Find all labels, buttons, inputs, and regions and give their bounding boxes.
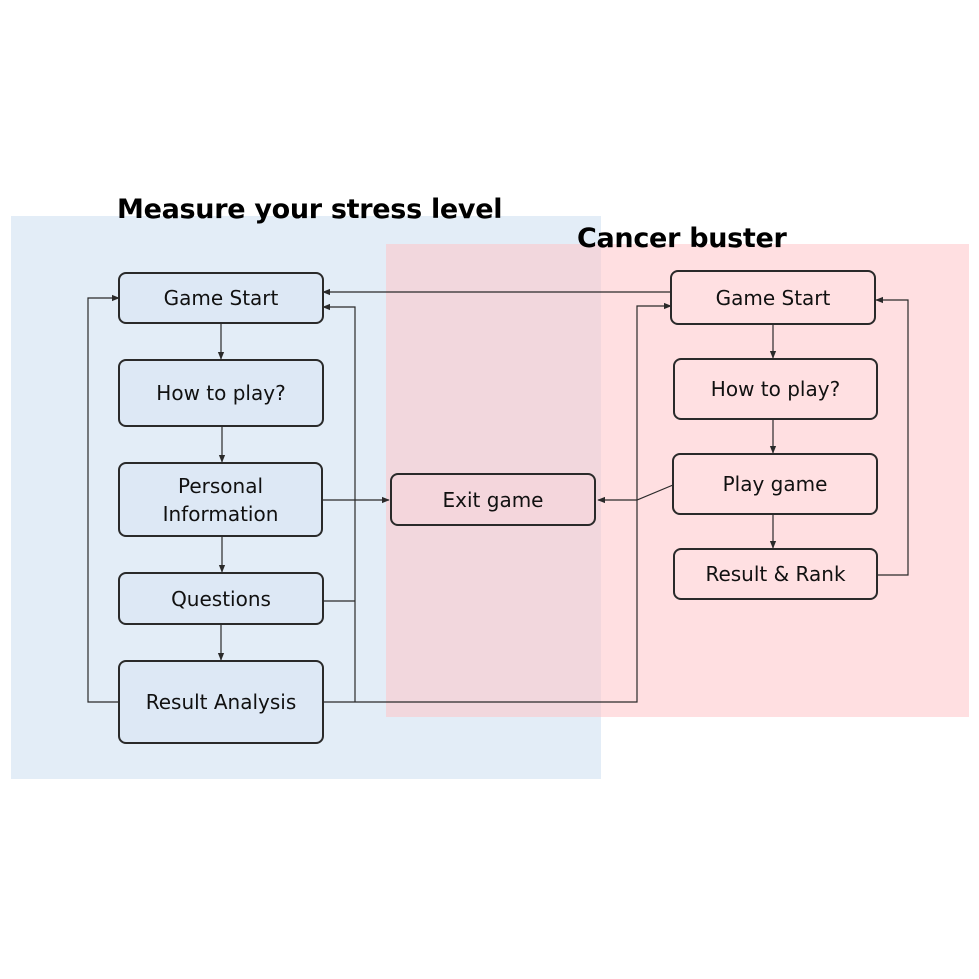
node-label: How to play? (156, 381, 286, 405)
node-left-how-to-play: How to play? (118, 359, 324, 427)
edge-trunk-to-left-start (322, 303, 356, 702)
node-label: Result & Rank (705, 562, 846, 586)
node-label: Result Analysis (145, 690, 297, 714)
node-personal-information: Personal Information (118, 462, 323, 537)
node-result-rank: Result & Rank (673, 548, 878, 600)
node-label: How to play? (710, 377, 841, 401)
edge-result-to-right-start (323, 302, 672, 703)
node-play-game: Play game (672, 453, 878, 515)
node-label: Game Start (715, 285, 831, 310)
node-label: Play game (722, 472, 828, 496)
node-right-how-to-play: How to play? (673, 358, 878, 420)
node-result-analysis: Result Analysis (118, 660, 324, 744)
node-left-game-start: Game Start (118, 272, 324, 324)
node-exit-game: Exit game (390, 473, 596, 526)
edge-result-loop-left (87, 294, 120, 703)
node-label: Questions (171, 586, 271, 611)
node-right-game-start: Game Start (670, 270, 876, 325)
node-questions: Questions (118, 572, 324, 625)
edge-rank-loop-right (875, 296, 909, 576)
region-title-measure-stress: Measure your stress level (117, 194, 503, 225)
node-label: Exit game (442, 487, 544, 512)
region-title-cancer-buster: Cancer buster (577, 223, 787, 254)
node-label: Game Start (163, 286, 279, 310)
edge-play-to-exit (597, 484, 674, 504)
node-label: Personal Information (162, 473, 279, 526)
